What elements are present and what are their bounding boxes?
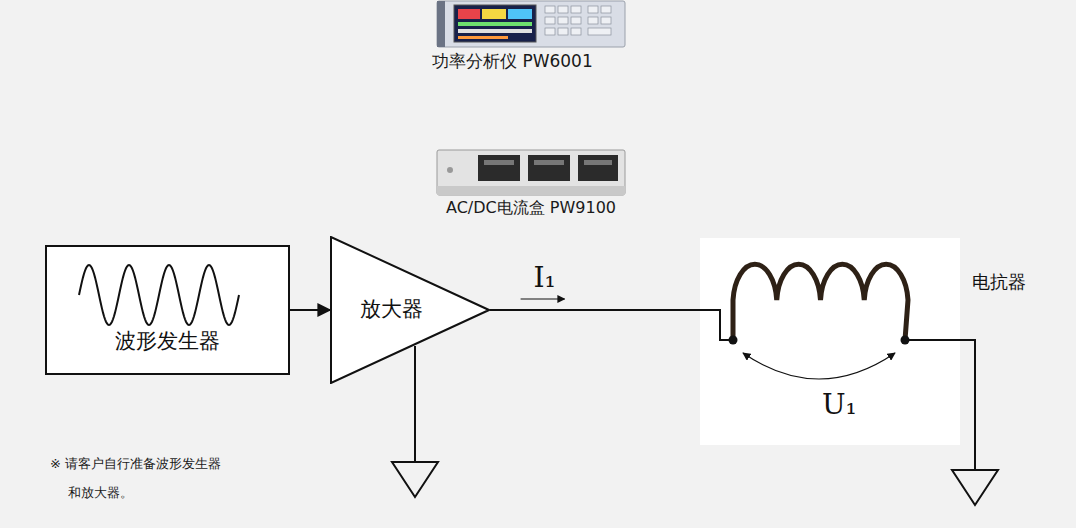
signal-name: U₁	[822, 390, 857, 421]
wire-connector	[490, 309, 700, 311]
amplifier-triangle: 放大器	[330, 236, 490, 384]
sine-wave	[71, 259, 251, 331]
reactor-ground	[700, 238, 960, 445]
note: ※ 请客户自行准备波形发生器 和放大器。	[50, 450, 228, 507]
wire	[905, 340, 975, 470]
reactor-node: 电抗器U₁	[700, 238, 960, 445]
node-label: 放大器	[360, 298, 423, 321]
node-label: 波形发生器	[47, 330, 288, 353]
ground-symbol	[392, 462, 438, 497]
node-label: 电抗器	[972, 272, 1026, 292]
voltage-arc	[743, 353, 895, 379]
current-name: I₁	[533, 264, 555, 292]
wire-connector	[290, 309, 330, 311]
ground-symbol	[952, 470, 998, 505]
process-box: 波形发生器	[45, 245, 290, 375]
current-box-picture	[437, 150, 625, 195]
wire	[699, 310, 733, 340]
power-analyzer-picture	[437, 1, 625, 47]
device-caption: AC/DC电流盒 PW9100	[446, 198, 616, 219]
wire	[414, 346, 416, 462]
current-direction-arrow	[521, 298, 565, 299]
device-caption: 功率分析仪 PW6001	[432, 50, 593, 72]
coil-symbol	[733, 264, 908, 340]
